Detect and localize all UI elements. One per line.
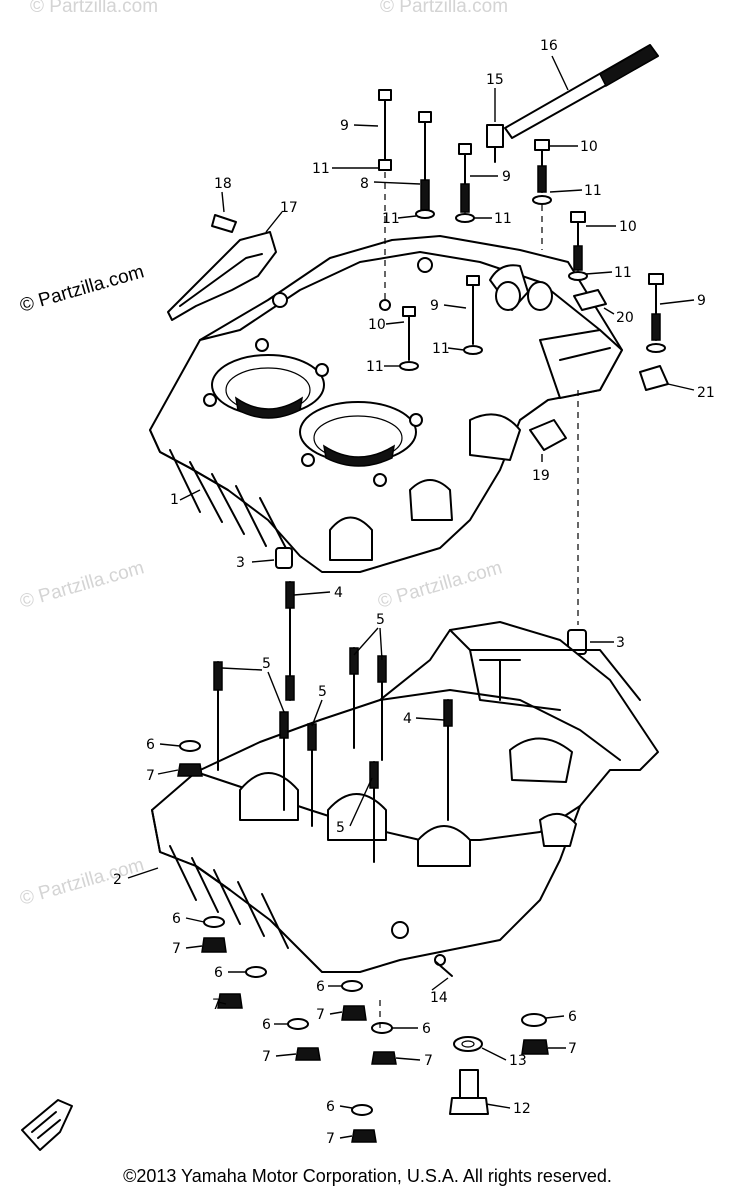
callout-7-g: 7 <box>326 1131 335 1147</box>
lower-crankcase <box>151 621 659 973</box>
callout-14: 14 <box>430 990 448 1006</box>
callout-4-lower: 4 <box>403 711 412 727</box>
callout-9-d: 9 <box>697 293 706 309</box>
callout-10-c: 10 <box>368 317 386 333</box>
callout-6-b: 6 <box>172 911 181 927</box>
callout-7-d: 7 <box>262 1049 271 1065</box>
callout-11-c: 11 <box>494 211 512 227</box>
watermark-mid-left: © Partzilla.com <box>18 557 147 612</box>
copyright-notice: ©2013 Yamaha Motor Corporation, U.S.A. A… <box>123 1166 612 1186</box>
watermark-main: © Partzilla.com <box>18 261 147 316</box>
callout-11-a: 11 <box>312 161 330 177</box>
upper-crankcase <box>149 235 623 573</box>
callout-12: 12 <box>513 1101 531 1117</box>
callout-6-e: 6 <box>316 979 325 995</box>
watermark-mid-right: © Partzilla.com <box>376 557 505 612</box>
nuts-and-washers <box>177 740 549 1143</box>
callout-6-g: 6 <box>326 1099 335 1115</box>
callout-11-g: 11 <box>366 359 384 375</box>
callout-8: 8 <box>360 176 369 192</box>
callout-10-a: 10 <box>580 139 598 155</box>
callout-6-f: 6 <box>422 1021 431 1037</box>
callout-5-lower: 5 <box>336 820 345 836</box>
callout-7-e: 7 <box>316 1007 325 1023</box>
callout-11-b: 11 <box>382 211 400 227</box>
callout-4-upper: 4 <box>334 585 343 601</box>
callout-6-d: 6 <box>262 1017 271 1033</box>
top-fasteners <box>378 44 669 625</box>
callout-5-top: 5 <box>376 612 385 628</box>
callout-7-h: 7 <box>568 1041 577 1057</box>
callout-9-c: 9 <box>430 298 439 314</box>
callout-3-upper: 3 <box>236 555 245 571</box>
callout-7-a: 7 <box>146 768 155 784</box>
callout-9-a: 9 <box>340 118 349 134</box>
callout-11-f: 11 <box>432 341 450 357</box>
callout-13: 13 <box>509 1053 527 1069</box>
callout-6-c: 6 <box>214 965 223 981</box>
callout-9-b: 9 <box>502 169 511 185</box>
callout-10-b: 10 <box>619 219 637 235</box>
callout-21: 21 <box>697 385 715 401</box>
callout-16: 16 <box>540 38 558 54</box>
watermark-top-left: © Partzilla.com <box>30 0 158 17</box>
callout-7-c: 7 <box>212 997 221 1013</box>
callout-5-left: 5 <box>262 656 271 672</box>
callout-17: 17 <box>280 200 298 216</box>
watermark-top-center: © Partzilla.com <box>380 0 508 17</box>
callout-11-d: 11 <box>584 183 602 199</box>
breather-bracket <box>167 214 277 321</box>
callout-7-b: 7 <box>172 941 181 957</box>
callout-19: 19 <box>532 468 550 484</box>
callout-7-f: 7 <box>424 1053 433 1069</box>
callout-20: 20 <box>616 310 634 326</box>
callout-2: 2 <box>113 872 122 888</box>
callout-18: 18 <box>214 176 232 192</box>
callout-1: 1 <box>170 492 179 508</box>
callout-3-lower: 3 <box>616 635 625 651</box>
crankcase-studs <box>213 581 453 863</box>
callout-6-h: 6 <box>568 1009 577 1025</box>
callouts: 1 2 3 3 4 4 5 5 5 5 5 6 6 6 6 6 6 6 <box>113 38 715 1147</box>
crankcase-exploded-diagram: © Partzilla.com © Partzilla.com © Partzi… <box>18 0 715 1151</box>
callout-15: 15 <box>486 72 504 88</box>
callout-5-mid: 5 <box>318 684 327 700</box>
callout-11-e: 11 <box>614 265 632 281</box>
callout-6-a: 6 <box>146 737 155 753</box>
front-direction-arrow <box>21 1099 73 1151</box>
watermark-low-left: © Partzilla.com <box>18 854 147 909</box>
